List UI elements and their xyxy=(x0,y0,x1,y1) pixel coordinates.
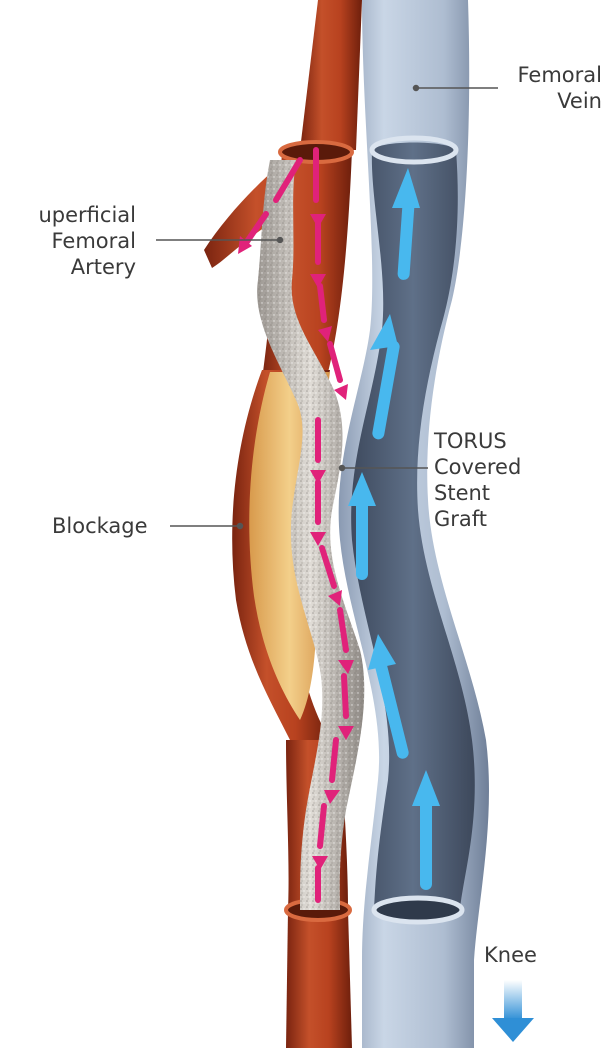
blockage-label: Blockage xyxy=(52,513,148,539)
stent-label-line4: Graft xyxy=(434,506,521,532)
stent-graft-label: TORUS Covered Stent Graft xyxy=(434,428,521,532)
artery-upper xyxy=(300,0,362,150)
stent-label-line2: Covered xyxy=(434,454,521,480)
knee-arrow-icon xyxy=(492,980,534,1042)
sfa-label-line1: uperficial xyxy=(18,202,136,228)
stent-label-line1: TORUS xyxy=(434,428,521,454)
femoral-vein-label: Femoral Vein xyxy=(498,62,602,114)
femoral-vein-label-line1: Femoral xyxy=(498,62,602,88)
stent-label-line3: Stent xyxy=(434,480,521,506)
knee-label: Knee xyxy=(484,942,537,968)
superficial-femoral-artery-label: uperficial Femoral Artery xyxy=(18,202,136,280)
sfa-label-line2: Femoral xyxy=(18,228,136,254)
femoral-vein-label-line2: Vein xyxy=(498,88,602,114)
sfa-label-line3: Artery xyxy=(18,254,136,280)
